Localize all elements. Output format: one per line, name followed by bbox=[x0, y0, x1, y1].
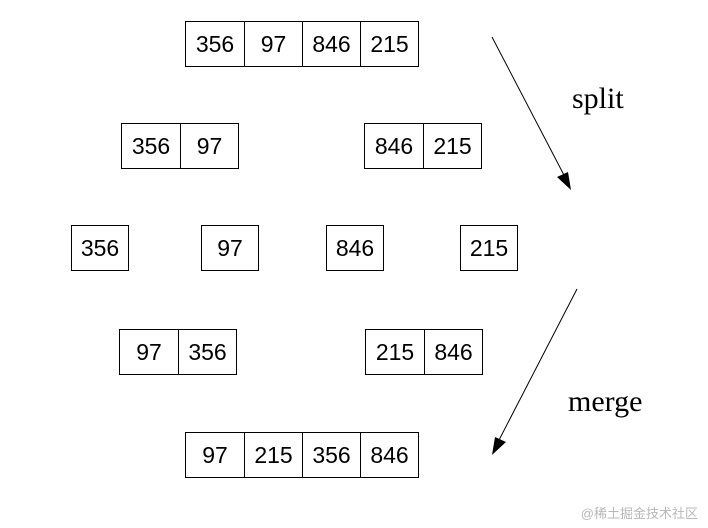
array-sorted: 97 215 356 846 bbox=[185, 432, 419, 478]
array-cell: 215 bbox=[469, 234, 509, 261]
array-cell: 846 bbox=[302, 22, 360, 66]
array-cell: 846 bbox=[374, 132, 414, 159]
array-original: 356 97 846 215 bbox=[185, 21, 419, 67]
merge-label: merge bbox=[568, 385, 643, 418]
array-cell: 356 bbox=[178, 330, 236, 374]
array-cell: 97 bbox=[136, 338, 162, 365]
array-cell: 97 bbox=[217, 234, 243, 261]
merge-arrow-head bbox=[492, 437, 506, 455]
array-cell: 846 bbox=[424, 330, 482, 374]
array-cell: 215 bbox=[375, 338, 415, 365]
array-single: 97 bbox=[201, 225, 259, 271]
array-cell: 215 bbox=[423, 124, 481, 168]
array-cell: 97 bbox=[244, 22, 302, 66]
array-cell: 356 bbox=[131, 132, 171, 159]
watermark: @稀土掘金技术社区 bbox=[580, 506, 698, 521]
array-cell: 356 bbox=[80, 234, 120, 261]
array-cell: 846 bbox=[360, 433, 418, 477]
array-merged-right: 215 846 bbox=[365, 329, 483, 375]
array-cell: 356 bbox=[195, 30, 235, 57]
split-arrow-head bbox=[557, 172, 571, 190]
array-split-left: 356 97 bbox=[121, 123, 239, 169]
split-label: split bbox=[572, 82, 624, 115]
array-cell: 215 bbox=[360, 22, 418, 66]
array-split-right: 846 215 bbox=[364, 123, 482, 169]
array-cell: 356 bbox=[302, 433, 360, 477]
merge-arrow-line bbox=[497, 288, 578, 443]
array-cell: 846 bbox=[335, 234, 375, 261]
array-merged-left: 97 356 bbox=[119, 329, 237, 375]
array-cell: 97 bbox=[202, 441, 228, 468]
array-cell: 215 bbox=[244, 433, 302, 477]
array-single: 356 bbox=[71, 225, 129, 271]
array-cell: 97 bbox=[180, 124, 238, 168]
array-single: 846 bbox=[326, 225, 384, 271]
split-arrow-line bbox=[491, 36, 566, 178]
array-single: 215 bbox=[460, 225, 518, 271]
